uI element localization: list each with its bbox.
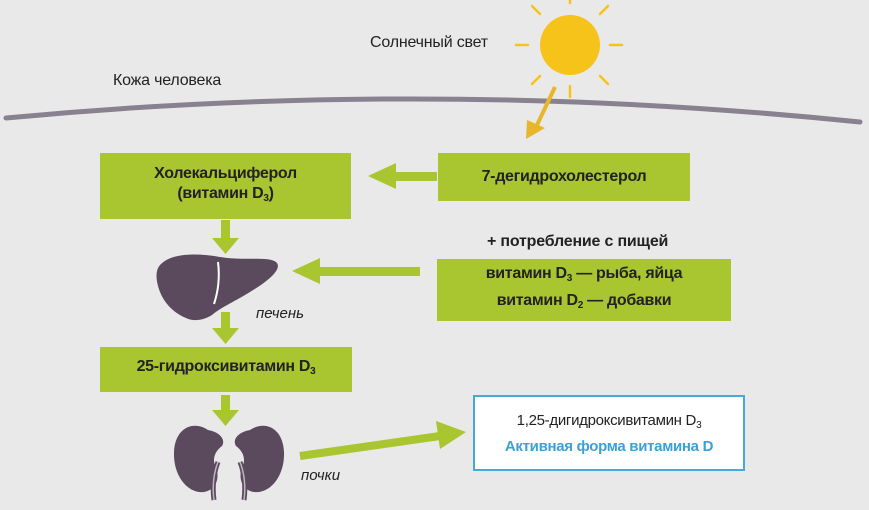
food-line1-end: — рыба, яйца [572,265,683,282]
food-line1-text: витамин D [485,265,567,282]
arrow-kidneys-to-active [299,421,466,460]
kidneys-label: почки [301,467,341,484]
active-line2: Активная форма витамина D [504,437,714,455]
hydroxyvitamin-sub: 3 [310,366,316,377]
liver-icon [156,254,278,321]
liver-label: печень [256,305,305,322]
food-line2: витамин D2 — добавки [497,290,672,317]
active-line1: 1,25-дигидроксивитамин D3 [517,410,702,436]
arrow-food-to-liver [292,258,420,284]
active-line1-sub: 3 [696,419,702,431]
cholecalciferol-line1: Холекальциферол [154,164,297,182]
arrow-hydroxy-to-kidneys [212,395,239,426]
cholecalciferol-line2-text: (витамин D [177,184,264,202]
hydroxyvitamin-box: 25-гидроксивитамин D3 [100,347,352,392]
dehydrocholesterol-label: 7-дегидрохолестерол [481,168,647,185]
arrow-cholecalciferol-to-liver [212,220,239,254]
skin-label: Кожа человека [113,72,222,89]
sunlight-label: Солнечный свет [370,34,488,51]
sun-icon [514,0,624,99]
active-form-box: 1,25-дигидроксивитамин D3 Активная форма… [473,395,745,471]
hydroxyvitamin-label: 25-гидроксивитамин D3 [137,357,316,382]
food-line1: витамин D3 — рыба, яйца [486,263,683,290]
sun-ray-arrow [526,86,557,139]
food-intake-label: + потребление с пищей [487,233,669,250]
food-line2-sub: 2 [577,300,584,311]
food-line2-end: — добавки [583,292,672,309]
arrow-dehydro-to-cholecalciferol [368,163,437,189]
cholecalciferol-box: Холекальциферол (витамин D3) [100,153,351,219]
hydroxyvitamin-text: 25-гидроксивитамин D [136,358,311,375]
food-sources-box: витамин D3 — рыба, яйца витамин D2 — доб… [437,259,731,321]
active-line1-text: 1,25-дигидроксивитамин D [516,411,697,429]
cholecalciferol-line2-sub: 3 [263,192,269,204]
cholecalciferol-line2-end: ) [268,184,274,202]
dehydrocholesterol-box: 7-дегидрохолестерол [438,153,690,201]
cholecalciferol-line2: (витамин D3) [177,184,274,209]
food-line1-sub: 3 [566,273,573,284]
kidneys-icon [173,425,285,501]
skin-line [3,96,863,125]
food-line2-text: витамин D [496,292,578,309]
arrow-liver-to-hydroxy [212,312,239,344]
